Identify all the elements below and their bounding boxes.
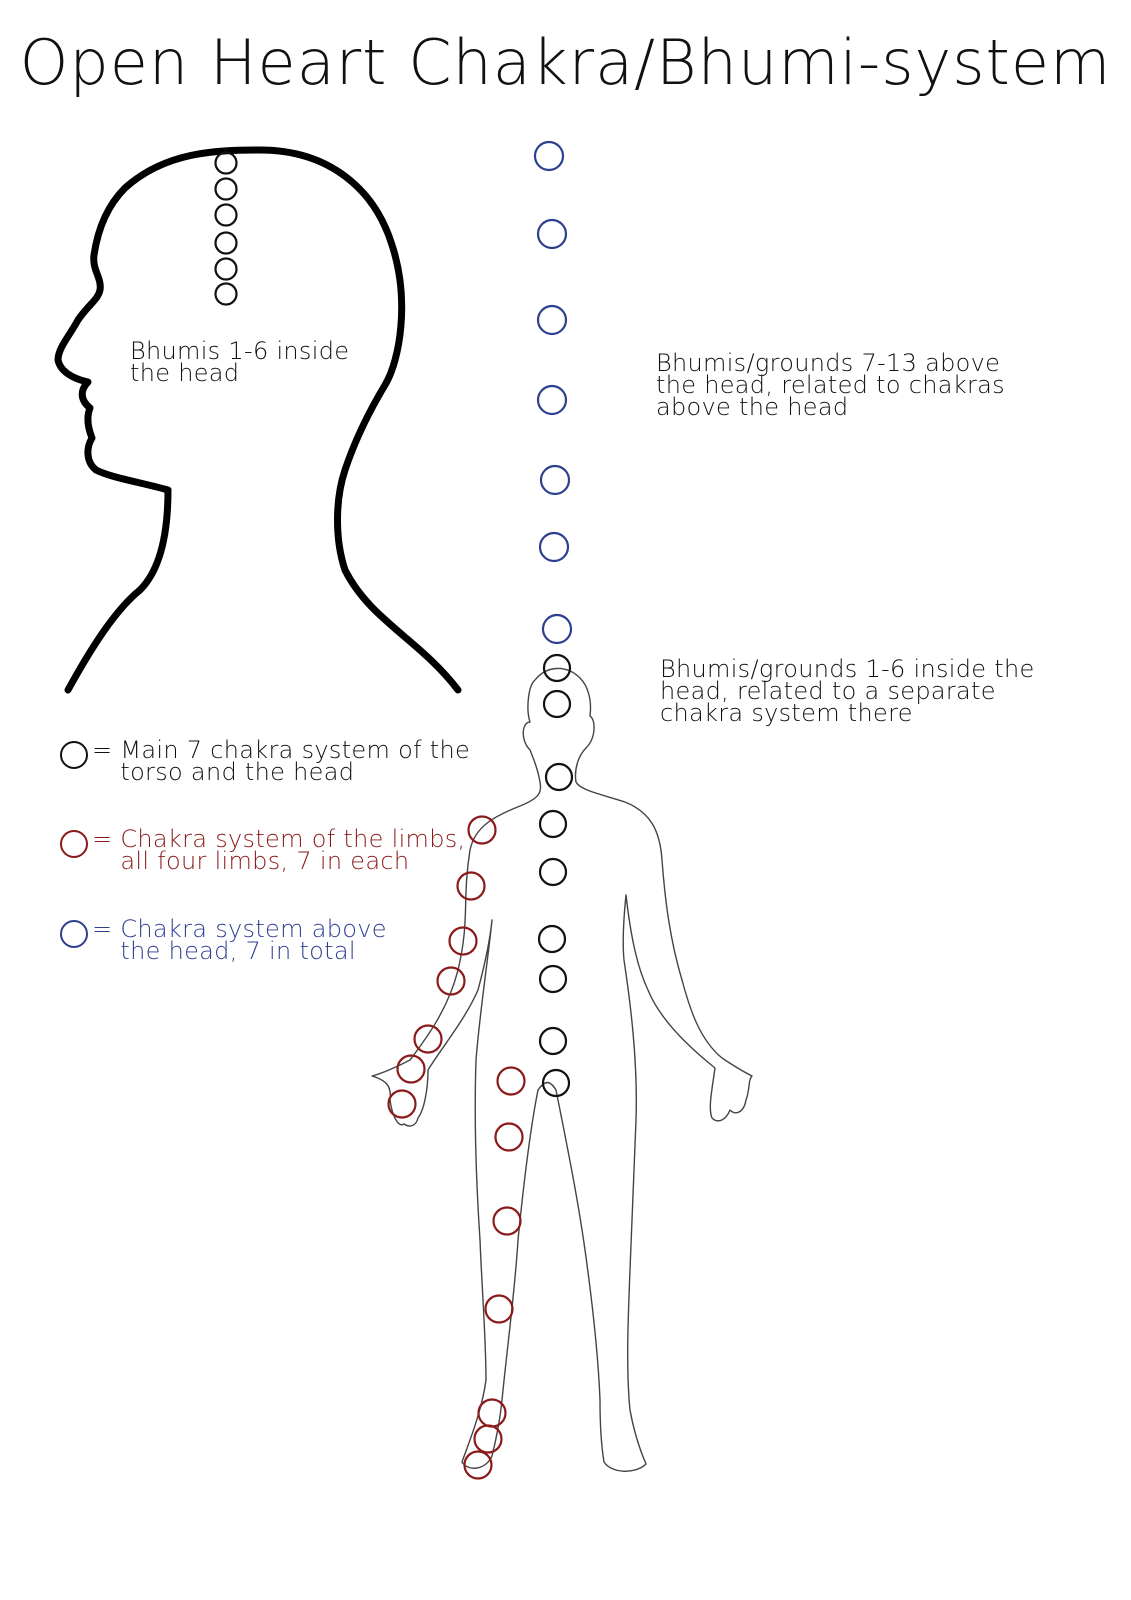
- arm-chakra-6: [396, 1054, 426, 1084]
- above-chakra-2: [536, 218, 568, 250]
- arm-chakra-4: [436, 966, 466, 996]
- leg-chakra-4: [484, 1294, 514, 1324]
- head-bhumi-6: [214, 282, 238, 306]
- legend-text-main: = Main 7 chakra system of the torso and …: [92, 736, 471, 786]
- main-chakra-4: [537, 924, 567, 954]
- legend-swatch-limbs: [60, 830, 88, 858]
- legend-symbol-main: =: [92, 736, 113, 764]
- legend-desc-limbs: Chakra system of the limbs, all four lim…: [120, 825, 466, 875]
- arm-chakra-5: [413, 1024, 443, 1054]
- main-chakra-head-2: [542, 689, 572, 719]
- page-title: Open Heart Chakra/Bhumi-system: [19, 26, 1112, 99]
- head-profile-outline: [54, 146, 462, 694]
- leg-chakras: [463, 1066, 526, 1480]
- leg-chakra-6: [473, 1424, 503, 1454]
- main-chakra-5: [538, 964, 568, 994]
- legend-limbs: = Chakra system of the limbs, all four l…: [60, 825, 466, 875]
- main-chakra-head-1: [542, 653, 572, 683]
- legend-swatch-above: [60, 920, 88, 948]
- legend-above: = Chakra system above the head, 7 in tot…: [60, 915, 387, 965]
- head-bhumi-4: [214, 231, 238, 255]
- legend-swatch-main: [60, 741, 88, 769]
- leg-chakra-1: [496, 1066, 526, 1096]
- label-above-head: Bhumis/grounds 7-13 above the head, rela…: [656, 349, 1005, 421]
- head-bhumi-2: [214, 177, 238, 201]
- main-chakra-3: [538, 857, 568, 887]
- arm-chakra-1: [467, 815, 497, 845]
- leg-chakra-2: [494, 1122, 524, 1152]
- leg-chakra-7: [463, 1450, 493, 1480]
- main-chakra-1: [544, 762, 574, 792]
- main-chakra-7: [541, 1068, 571, 1098]
- main-chakra-2: [538, 809, 568, 839]
- above-chakra-5: [539, 464, 571, 496]
- head-bhumi-circles: [214, 151, 238, 306]
- leg-chakra-5: [477, 1398, 507, 1428]
- legend-desc-above: Chakra system above the head, 7 in total: [120, 915, 387, 965]
- legend-symbol-limbs: =: [92, 825, 113, 853]
- above-head-chakras: [533, 140, 573, 645]
- above-chakra-6: [538, 531, 570, 563]
- head-bhumi-3: [214, 203, 238, 227]
- legend-text-above: = Chakra system above the head, 7 in tot…: [92, 915, 387, 965]
- arm-chakra-7: [387, 1089, 417, 1119]
- main-chakras: [537, 653, 574, 1098]
- above-chakra-1: [533, 140, 565, 172]
- head-bhumi-5: [214, 257, 238, 281]
- legend-symbol-above: =: [92, 915, 113, 943]
- legend-text-limbs: = Chakra system of the limbs, all four l…: [92, 825, 466, 875]
- arm-chakras: [387, 815, 497, 1119]
- main-chakra-6: [538, 1026, 568, 1056]
- leg-chakra-3: [492, 1206, 522, 1236]
- arm-chakra-2: [456, 871, 486, 901]
- above-chakra-7: [541, 613, 573, 645]
- above-chakra-4: [536, 384, 568, 416]
- label-head-inside: Bhumis 1-6 inside the head: [130, 337, 350, 387]
- head-bhumi-1: [214, 151, 238, 175]
- body-outline: [371, 667, 753, 1472]
- label-body-head: Bhumis/grounds 1-6 inside the head, rela…: [660, 655, 1035, 727]
- arm-chakra-3: [448, 926, 478, 956]
- legend-main: = Main 7 chakra system of the torso and …: [60, 736, 471, 786]
- above-chakra-3: [536, 304, 568, 336]
- legend-desc-main: Main 7 chakra system of the torso and th…: [120, 736, 471, 786]
